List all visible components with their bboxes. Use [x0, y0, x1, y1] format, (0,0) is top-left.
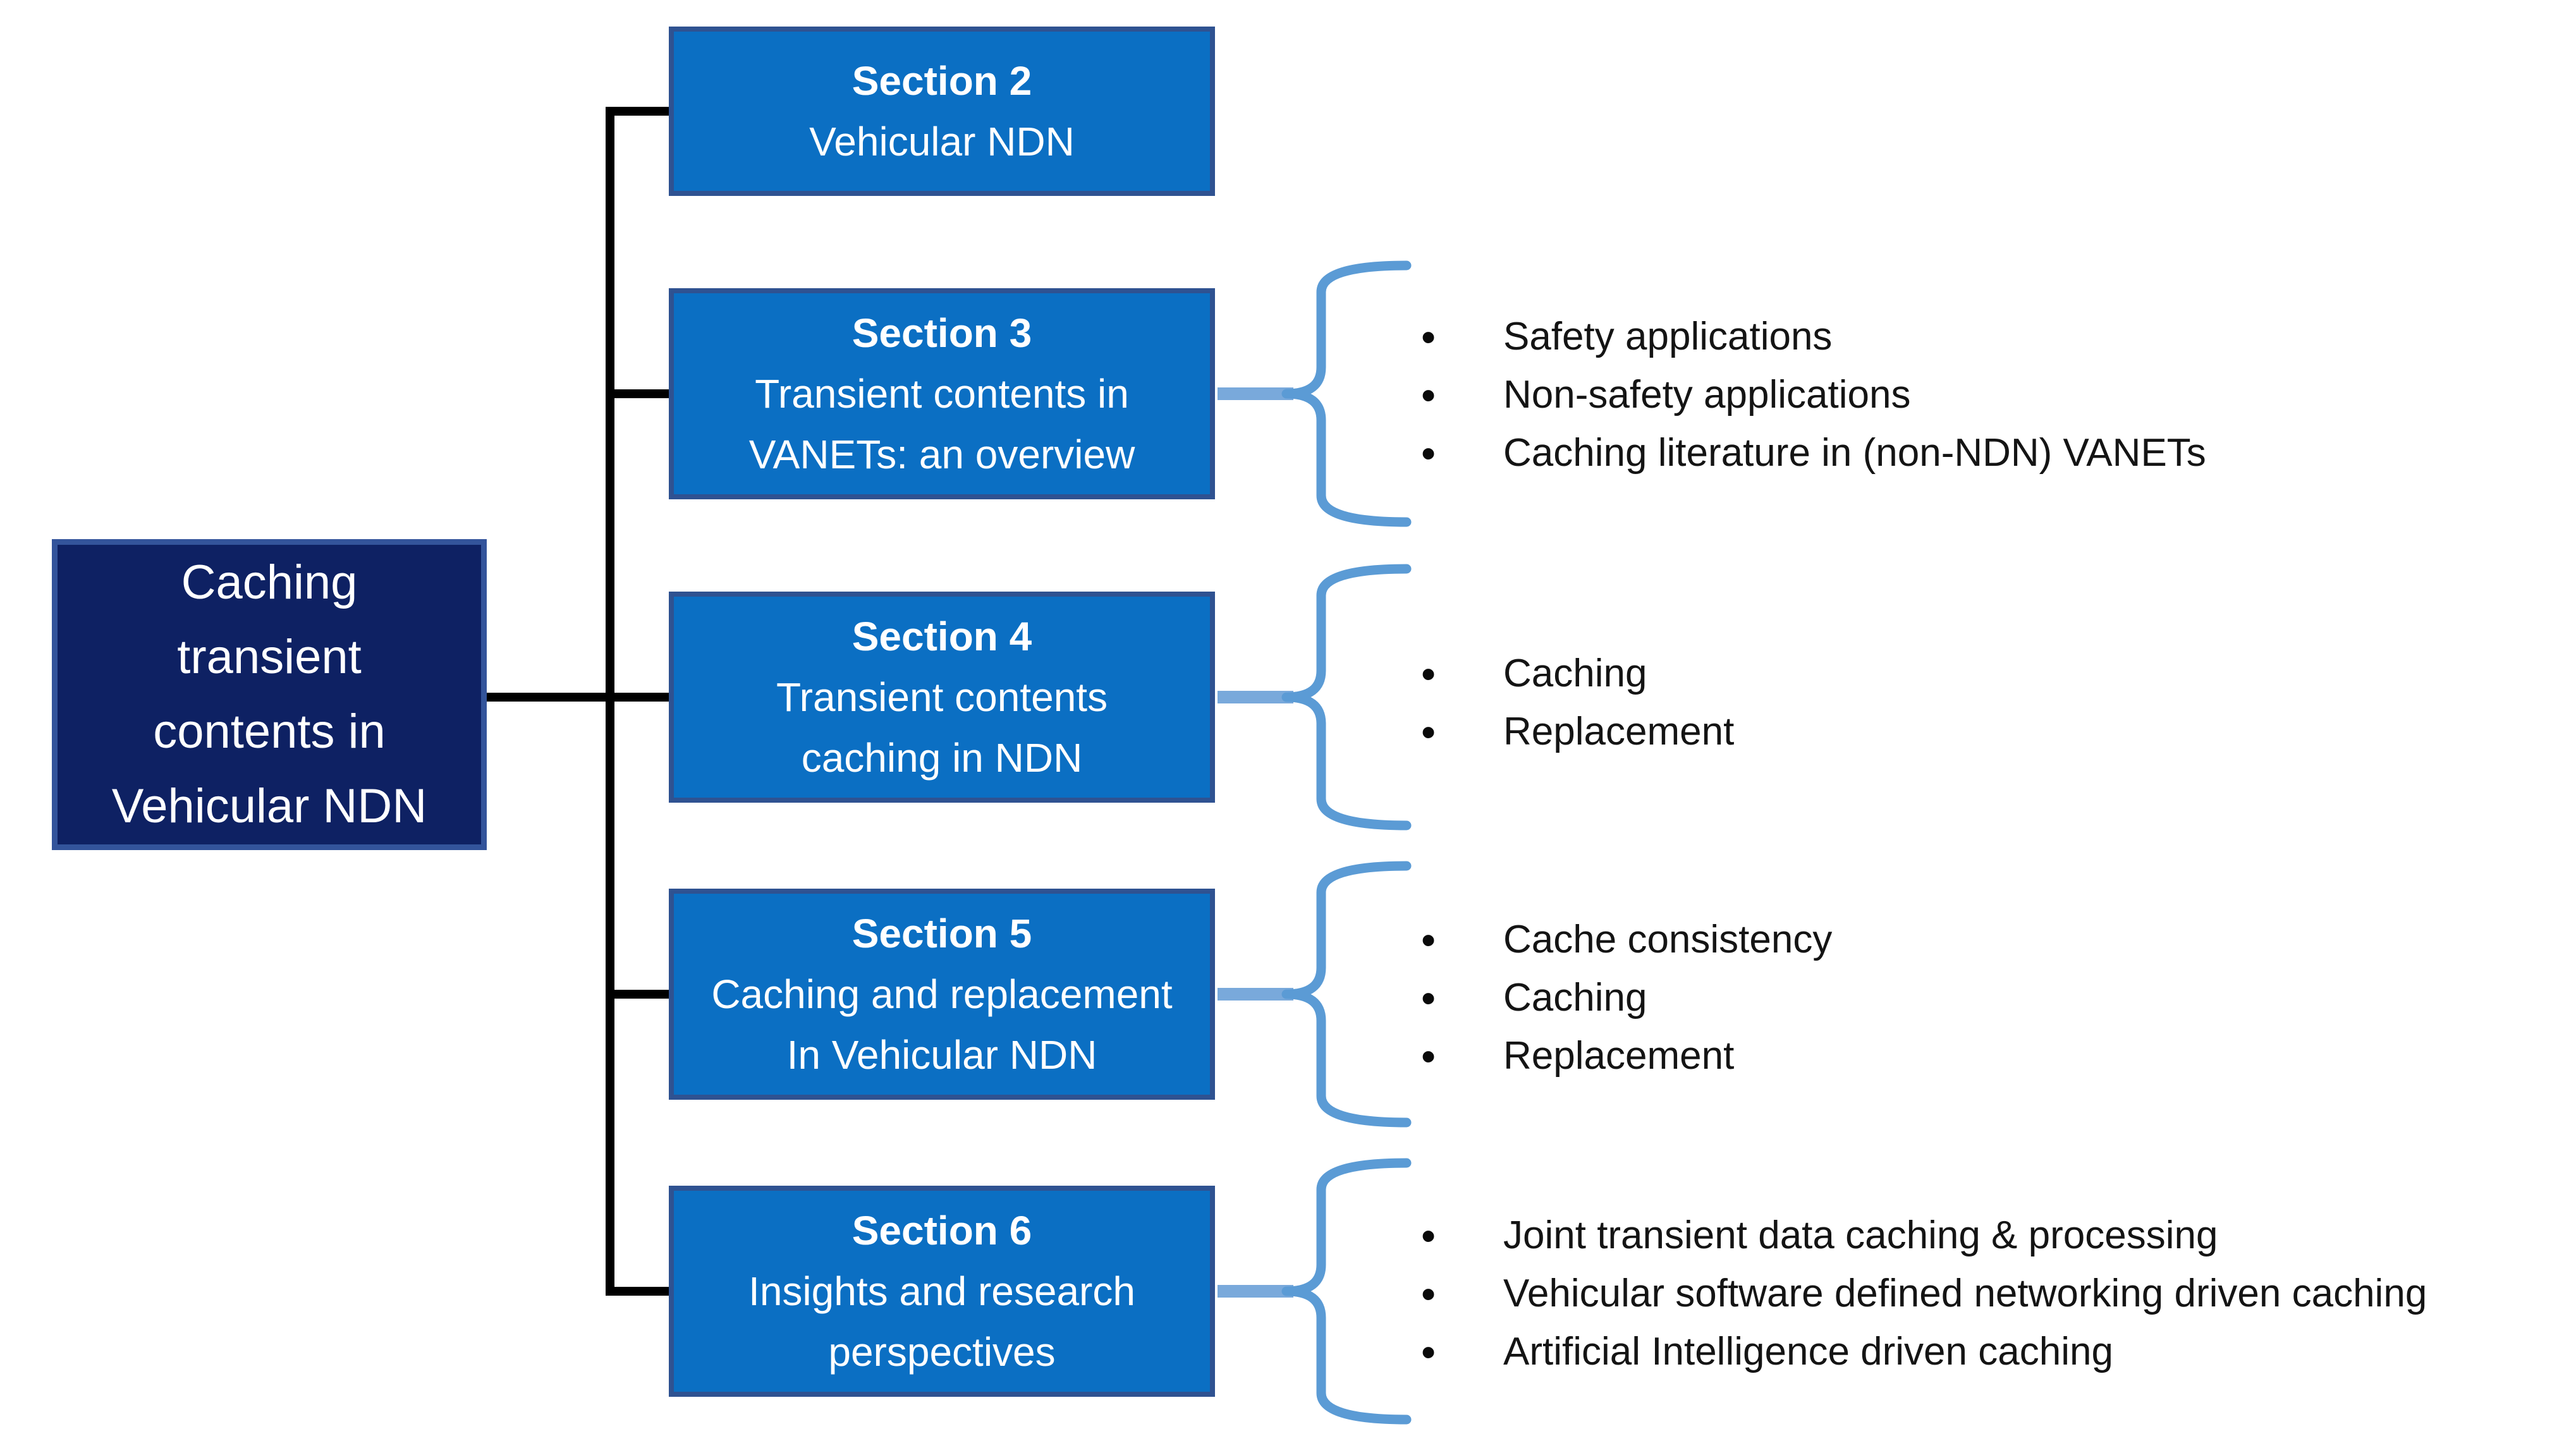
section-6-subtitle-line: perspectives — [828, 1329, 1056, 1375]
bullet-item: Caching — [1421, 969, 1832, 1027]
section-3-box: Section 3 Transient contents in VANETs: … — [669, 288, 1215, 499]
section-4-box: Section 4 Transient contents caching in … — [669, 592, 1215, 803]
bullet-item: Artificial Intelligence driven caching — [1421, 1323, 2427, 1381]
section-4-subtitle-line: Transient contents — [776, 674, 1108, 720]
section-5-heading: Section 5 — [852, 911, 1032, 956]
root-topic-line: Vehicular NDN — [111, 779, 427, 833]
bullet-item: Safety applications — [1421, 308, 2206, 366]
bullet-item: Replacement — [1421, 703, 1734, 761]
root-topic-box: Caching transient contents in Vehicular … — [52, 539, 487, 850]
black-tree-connector — [487, 107, 669, 1296]
bullet-item: Caching literature in (non-NDN) VANETs — [1421, 424, 2206, 482]
bullet-item: Cache consistency — [1421, 911, 1832, 969]
brace-section-6 — [1281, 1158, 1412, 1425]
section-4-heading: Section 4 — [852, 614, 1032, 659]
section-2-heading: Section 2 — [852, 58, 1032, 104]
section-5-box: Section 5 Caching and replacement In Veh… — [669, 889, 1215, 1100]
brace-section-3 — [1281, 260, 1412, 527]
section-3-subtitle-line: Transient contents in — [755, 371, 1129, 417]
section-3-subtitle-line: VANETs: an overview — [748, 432, 1135, 477]
section-6-heading: Section 6 — [852, 1208, 1032, 1253]
section-3-heading: Section 3 — [852, 310, 1032, 356]
section-2-subtitle: Vehicular NDN — [809, 119, 1075, 164]
bullet-item: Non-safety applications — [1421, 366, 2206, 424]
bullet-item: Replacement — [1421, 1027, 1832, 1085]
root-topic-line: contents in — [153, 705, 386, 758]
bullet-item: Vehicular software defined networking dr… — [1421, 1265, 2427, 1323]
brace-section-4 — [1281, 564, 1412, 830]
section-4-subtitle-line: caching in NDN — [801, 735, 1083, 781]
brace-section-5 — [1281, 861, 1412, 1128]
section-6-bullet-list: Joint transient data caching & processin… — [1421, 1207, 2427, 1381]
root-topic-line: transient — [177, 630, 362, 684]
section-5-bullet-list: Cache consistency Caching Replacement — [1421, 911, 1832, 1085]
section-6-box: Section 6 Insights and research perspect… — [669, 1186, 1215, 1397]
root-topic-line: Caching — [181, 556, 358, 609]
section-5-subtitle-line: Caching and replacement — [711, 971, 1173, 1017]
brace-stub-lines — [1218, 387, 1293, 1298]
section-2-box: Section 2 Vehicular NDN — [669, 27, 1215, 196]
bullet-item: Caching — [1421, 645, 1734, 703]
section-3-bullet-list: Safety applications Non-safety applicati… — [1421, 308, 2206, 482]
section-5-subtitle-line: In Vehicular NDN — [786, 1032, 1097, 1078]
section-6-subtitle-line: Insights and research — [748, 1269, 1135, 1314]
section-4-bullet-list: Caching Replacement — [1421, 645, 1734, 761]
bullet-item: Joint transient data caching & processin… — [1421, 1207, 2427, 1265]
